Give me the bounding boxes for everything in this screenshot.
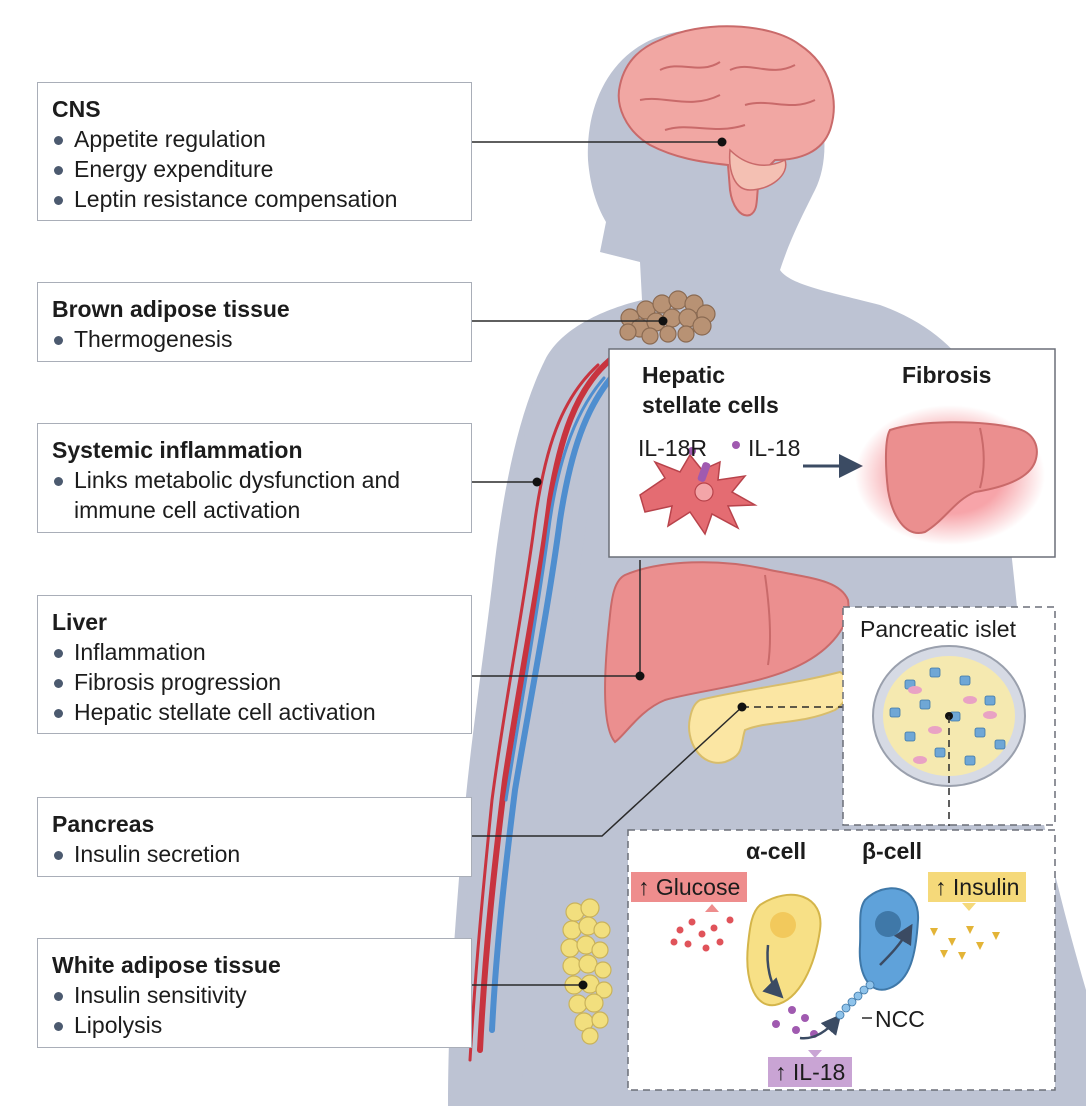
- hepatic-title-line2: stellate cells: [642, 392, 779, 418]
- list-item: Leptin resistance compensation: [52, 184, 457, 214]
- list-item: Insulin sensitivity: [52, 980, 457, 1010]
- list-item: Thermogenesis: [52, 324, 457, 354]
- systemic-inflammation-box: Systemic inflammation Links metabolic dy…: [37, 423, 472, 533]
- white-adipose-box: White adipose tissue Insulin sensitivity…: [37, 938, 472, 1048]
- liver-box: Liver Inflammation Fibrosis progression …: [37, 595, 472, 734]
- beta-cell-label: β-cell: [862, 838, 923, 864]
- list-item: Energy expenditure: [52, 154, 457, 184]
- box-title: Pancreas: [52, 811, 155, 837]
- box-title: Brown adipose tissue: [52, 296, 290, 322]
- blood-vessels: [468, 357, 621, 1062]
- list-item: Insulin secretion: [52, 839, 457, 869]
- box-title: Systemic inflammation: [52, 437, 303, 463]
- il18-label: IL-18: [748, 435, 801, 461]
- list-item: Appetite regulation: [52, 124, 457, 154]
- il18r-label: IL-18R: [638, 435, 708, 461]
- box-title: CNS: [52, 96, 101, 122]
- hepatic-panel: [608, 348, 1056, 558]
- brown-fat-illustration: [619, 290, 716, 345]
- cns-box: CNS Appetite regulation Energy expenditu…: [37, 82, 472, 221]
- list-item: Lipolysis: [52, 1010, 457, 1040]
- brain-illustration: [617, 25, 835, 217]
- list-item: Fibrosis progression: [52, 667, 457, 697]
- box-title: White adipose tissue: [52, 952, 281, 978]
- hepatic-title-line1: Hepatic: [642, 362, 726, 388]
- liver-illustration: [604, 561, 850, 744]
- islet-title: Pancreatic islet: [860, 616, 1016, 642]
- list-item: Inflammation: [52, 637, 457, 667]
- il18-tag: ↑ IL-18: [768, 1057, 853, 1087]
- leader-dots: [532, 137, 747, 990]
- list-item: Links metabolic dysfunction and immune c…: [52, 465, 424, 525]
- glucose-tag: ↑ Glucose: [631, 872, 748, 902]
- insulin-tag: ↑ Insulin: [928, 872, 1027, 902]
- pancreas-illustration: [688, 670, 850, 764]
- pancreas-box: Pancreas Insulin secretion: [37, 797, 472, 877]
- ncc-label: NCC: [875, 1006, 925, 1032]
- brown-adipose-box: Brown adipose tissue Thermogenesis: [37, 282, 472, 362]
- alpha-cell-label: α-cell: [746, 838, 807, 864]
- fibrosis-title: Fibrosis: [902, 362, 992, 388]
- list-item: Hepatic stellate cell activation: [52, 697, 457, 727]
- box-title: Liver: [52, 609, 107, 635]
- islet-panel: [842, 606, 1056, 826]
- cell-panel: [627, 829, 1056, 1091]
- white-fat-illustration: [560, 898, 613, 1045]
- leader-lines: [471, 141, 845, 986]
